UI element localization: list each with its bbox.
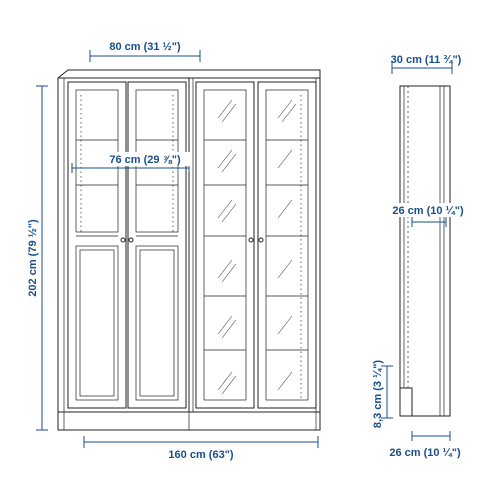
right-shelves xyxy=(204,139,308,351)
plinth-height-label: 8,3 cm (3 ¼") xyxy=(372,360,384,429)
knob xyxy=(258,237,264,243)
dim-base-depth: 26 cm (10 ¼") xyxy=(389,431,461,459)
left-door-2 xyxy=(127,81,187,409)
knob xyxy=(128,237,134,243)
side-view xyxy=(399,85,451,417)
side-outline xyxy=(399,85,451,417)
plinth-recess xyxy=(400,387,413,416)
total-width-label: 160 cm (63") xyxy=(168,449,233,461)
knob xyxy=(120,237,126,243)
total-height-label: 202 cm (79 ½") xyxy=(27,219,39,297)
base-depth-label: 26 cm (10 ¼") xyxy=(389,447,461,459)
inner-width-label: 76 cm (29 ⅞") xyxy=(109,154,181,166)
side-depth-label: 30 cm (11 ¾") xyxy=(391,54,462,66)
left-door-1 xyxy=(67,81,127,409)
glass-reflections xyxy=(217,99,297,395)
left-door-2-panel xyxy=(135,245,179,401)
knob xyxy=(248,237,254,243)
shelf-depth-label: 26 cm (10 ¼") xyxy=(392,205,464,217)
front-view xyxy=(57,69,321,431)
dim-top-width: 80 cm (31 ½") xyxy=(89,41,201,62)
right-door-2 xyxy=(257,81,317,409)
left-door-1-panel xyxy=(75,245,119,401)
dim-side-depth: 30 cm (11 ¾") xyxy=(391,54,462,74)
dim-plinth-height: 8,3 cm (3 ¼") xyxy=(372,360,393,429)
top-width-label: 80 cm (31 ½") xyxy=(109,41,181,53)
dim-shelf-depth: 26 cm (10 ¼") xyxy=(386,203,472,227)
right-door-1-glass xyxy=(203,89,247,401)
dim-inner-width: 76 cm (29 ⅞") xyxy=(71,152,191,173)
top-edge xyxy=(57,69,321,79)
dim-total-height: 202 cm (79 ½") xyxy=(27,85,48,431)
right-door-1 xyxy=(195,81,255,409)
right-door-2-glass xyxy=(265,89,309,401)
dim-total-width: 160 cm (63") xyxy=(83,436,319,461)
